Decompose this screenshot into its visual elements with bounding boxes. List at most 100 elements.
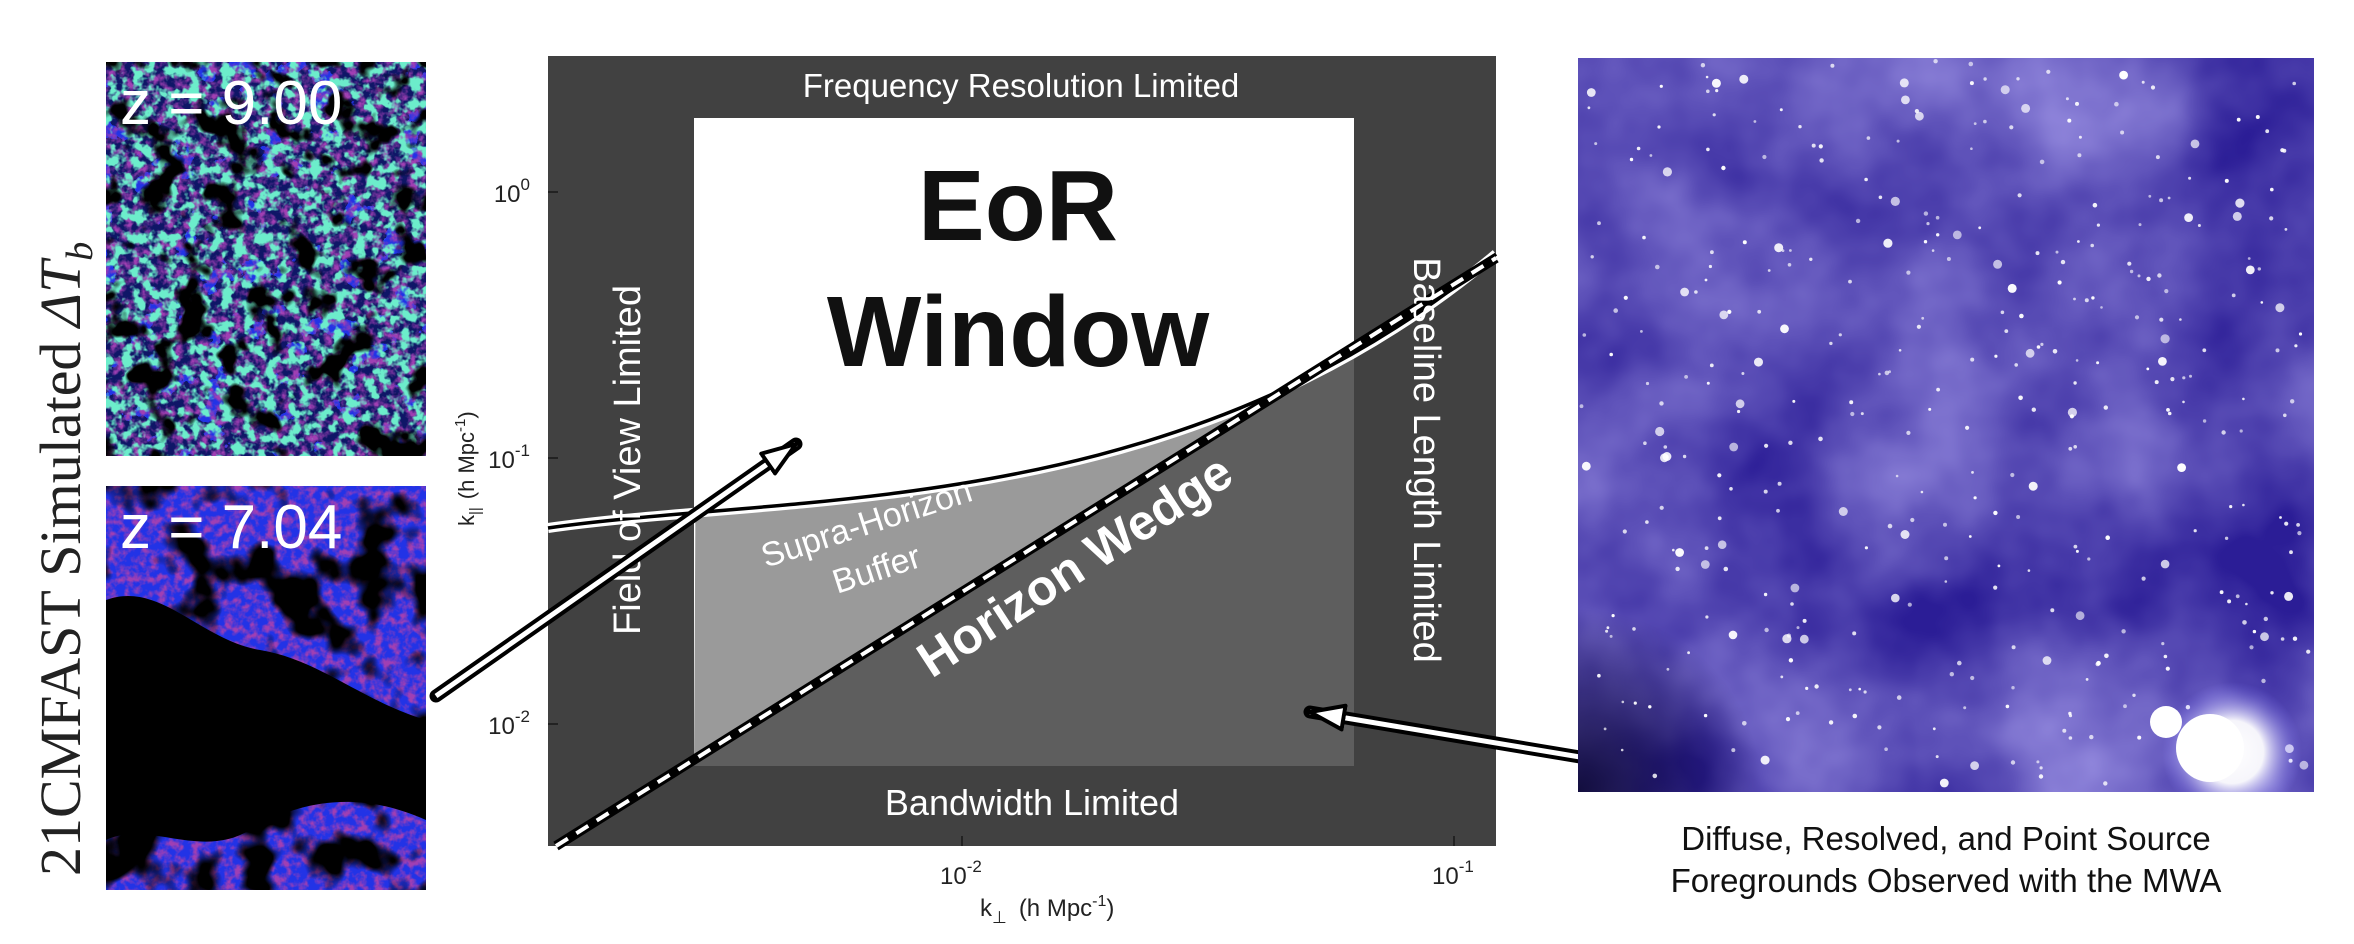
point-source [1643,441,1647,446]
point-source [1706,89,1710,94]
point-source [1860,412,1864,416]
point-source [1645,520,1649,524]
point-source [2137,735,2142,740]
point-sources [1579,59,2311,788]
point-source [2167,196,2171,200]
point-source [2158,357,2167,366]
point-source [2027,569,2031,572]
point-source [1968,61,1974,67]
arrow-foregrounds-to-wedge-inner [1308,703,1623,767]
point-source [2280,148,2285,153]
point-source [2010,760,2016,765]
point-source [2060,259,2066,265]
point-source [1764,627,1769,633]
point-source [1952,230,1962,240]
point-source [2067,118,2072,123]
y-axis-label-units: (h Mpc [454,432,479,499]
point-source [2073,381,2077,385]
point-source [1723,566,1729,572]
point-source [1973,496,1977,500]
point-source [2009,125,2014,130]
point-source [1884,370,1890,376]
point-source [1963,706,1967,710]
point-source [1863,690,1867,694]
point-source [1970,675,1975,681]
point-source [1652,773,1658,779]
point-source [1721,165,1726,171]
point-source [2014,363,2018,367]
point-source [2138,223,2142,227]
point-source [2247,257,2251,260]
point-source [1737,409,1741,414]
point-source [1923,211,1929,216]
point-source [2075,611,2085,621]
point-source [1622,529,1627,534]
point-source [1796,626,1800,630]
point-source [2283,413,2287,418]
point-source [1729,442,1739,452]
point-source [2021,103,2031,113]
point-source [1606,626,1610,630]
side-title-subscript: b [59,242,101,261]
point-source [1830,63,1835,68]
point-source [1790,583,1800,593]
point-source [2129,269,2134,274]
point-source [2085,678,2089,681]
point-source [1682,454,1687,459]
point-source [1642,235,1646,240]
point-source [1710,250,1714,255]
point-source [1997,564,2001,568]
point-source [1620,748,1624,752]
point-source [1621,700,1625,704]
point-source [2150,85,2156,90]
point-source [2018,395,2023,401]
point-source [1657,125,1661,129]
point-source [1943,522,1947,527]
point-source [1645,381,1650,386]
point-source [2252,629,2257,634]
point-source [1787,263,1792,267]
point-source [1993,585,1998,590]
point-source [2123,704,2127,709]
point-source [1659,401,1664,406]
point-source [2289,550,2293,555]
point-source [2189,374,2192,378]
point-source [1923,240,1928,244]
point-source [2165,666,2170,671]
frequency-resolution-label: Frequency Resolution Limited [803,67,1240,104]
point-source [1805,686,1809,691]
point-source [1597,673,1601,678]
point-source [1655,426,1665,437]
point-source [1878,372,1881,376]
point-source [1814,684,1819,689]
point-source [2182,376,2186,380]
point-source [1715,89,1719,93]
point-source [1829,341,1833,346]
x-axis-label-units: (h Mpc [1019,895,1092,922]
point-source [1632,627,1636,631]
point-source [2170,377,2175,382]
point-source [1729,487,1733,491]
map-label-z7: z = 7.04 [120,493,342,562]
point-source [2292,81,2296,86]
point-source [1741,372,1745,375]
point-source [1587,106,1591,110]
point-source [1850,411,1855,417]
point-source [1786,633,1791,638]
y-axis-label-units-sup: -1 [452,419,469,432]
point-source [1605,629,1609,633]
point-source [1777,481,1782,486]
point-source [2188,176,2192,180]
point-source [1648,705,1652,709]
point-source [2120,130,2125,135]
point-source [1706,147,1710,152]
point-source [2255,115,2260,119]
point-source [2141,576,2146,581]
point-source [2068,714,2073,718]
x-tick-label: 10-2 [940,857,982,890]
point-source [1939,778,1949,788]
point-source [1790,602,1794,606]
point-source [2298,332,2303,336]
point-source [1717,473,1722,478]
point-source [2092,202,2098,208]
